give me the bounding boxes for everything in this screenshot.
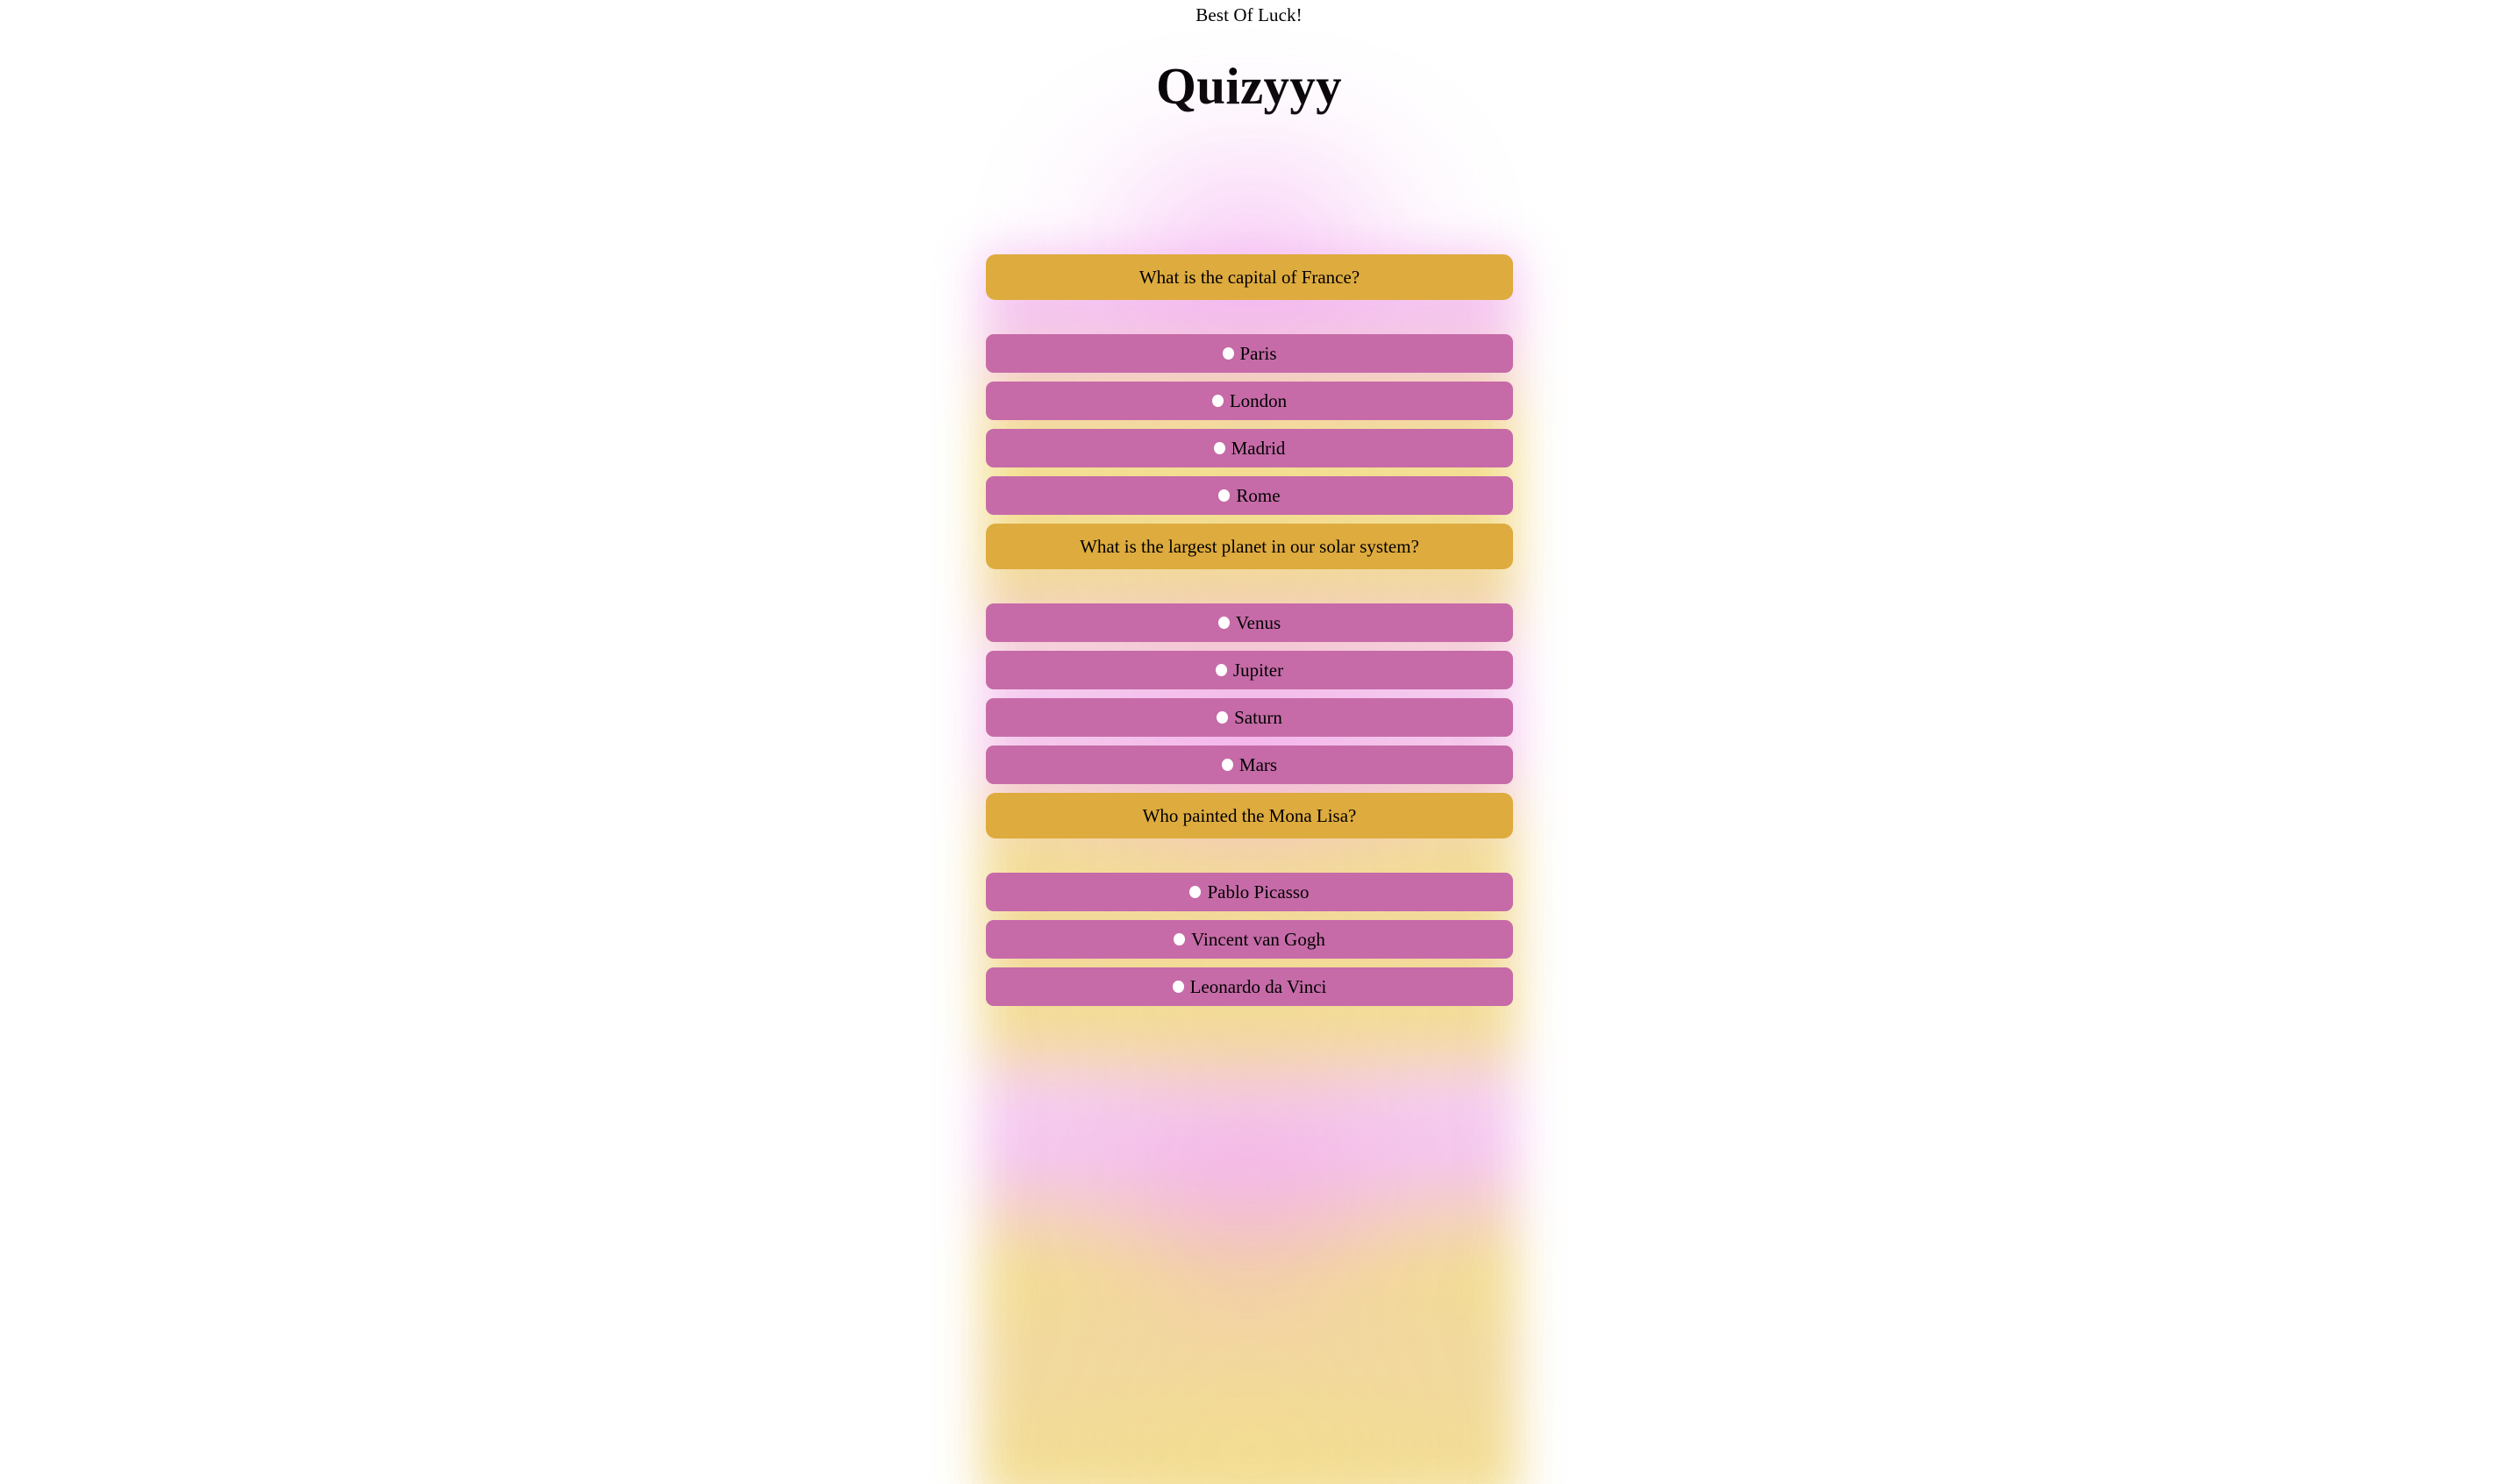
option-radio[interactable] — [1222, 347, 1234, 360]
spacer — [986, 569, 1513, 603]
spacer — [986, 838, 1513, 873]
spacer — [986, 737, 1513, 746]
question-block: What is the largest planet in our solar … — [986, 524, 1513, 793]
option-item[interactable]: Pablo Picasso — [986, 873, 1513, 911]
spacer — [986, 784, 1513, 793]
option-radio[interactable] — [1215, 664, 1227, 676]
option-item[interactable]: Jupiter — [986, 651, 1513, 689]
option-radio[interactable] — [1172, 981, 1184, 993]
option-radio[interactable] — [1217, 711, 1229, 724]
option-item[interactable]: Saturn — [986, 698, 1513, 737]
spacer — [986, 300, 1513, 334]
spacer — [986, 642, 1513, 651]
option-item[interactable]: Venus — [986, 603, 1513, 642]
option-radio[interactable] — [1217, 617, 1230, 629]
option-label: London — [1229, 390, 1288, 411]
question-text: Who painted the Mona Lisa? — [986, 793, 1513, 838]
page-title: Quizyyy — [1156, 57, 1342, 115]
option-label: Venus — [1235, 612, 1281, 633]
option-item[interactable]: Paris — [986, 334, 1513, 373]
spacer — [986, 911, 1513, 920]
spacer — [986, 689, 1513, 698]
option-radio[interactable] — [1218, 489, 1231, 502]
question-text: What is the capital of France? — [986, 254, 1513, 300]
option-item[interactable]: Rome — [986, 476, 1513, 515]
spacer — [986, 373, 1513, 382]
option-label: Rome — [1236, 485, 1281, 506]
option-label: Pablo Picasso — [1207, 881, 1310, 903]
option-label: Leonardo da Vinci — [1189, 976, 1327, 997]
tagline: Best Of Luck! — [1195, 4, 1303, 25]
option-label: Vincent van Gogh — [1191, 929, 1325, 950]
option-radio[interactable] — [1213, 442, 1225, 454]
spacer — [986, 959, 1513, 967]
option-item[interactable]: London — [986, 382, 1513, 420]
option-radio[interactable] — [1189, 886, 1202, 898]
spacer — [986, 467, 1513, 476]
option-label: Paris — [1239, 343, 1277, 364]
option-label: Saturn — [1234, 707, 1282, 728]
option-item[interactable]: Leonardo da Vinci — [986, 967, 1513, 1006]
option-item[interactable]: Mars — [986, 746, 1513, 784]
option-item[interactable]: Vincent van Gogh — [986, 920, 1513, 959]
option-item[interactable]: Madrid — [986, 429, 1513, 467]
option-radio[interactable] — [1174, 933, 1186, 945]
option-label: Mars — [1238, 754, 1278, 775]
option-label: Jupiter — [1232, 660, 1284, 681]
spacer — [986, 515, 1513, 524]
option-label: Madrid — [1231, 438, 1286, 459]
spacer — [986, 420, 1513, 429]
option-radio[interactable] — [1221, 759, 1233, 771]
option-radio[interactable] — [1211, 395, 1224, 407]
question-text: What is the largest planet in our solar … — [986, 524, 1513, 569]
